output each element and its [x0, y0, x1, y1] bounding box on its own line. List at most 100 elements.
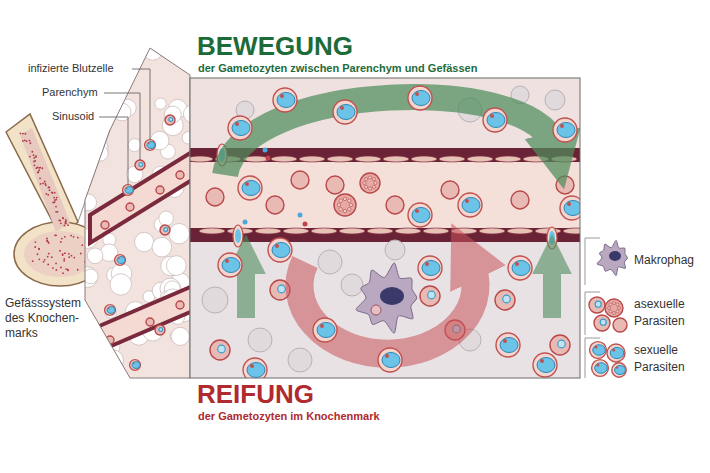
- parasite: [125, 187, 133, 194]
- merozoite: [243, 220, 248, 225]
- pigment: [540, 359, 544, 363]
- pigment: [245, 182, 249, 186]
- vessel-dot: [44, 183, 46, 185]
- sinusoid: [90, 150, 195, 243]
- leader-line: [132, 69, 150, 140]
- parasite: [557, 123, 575, 138]
- vessel-dot: [31, 151, 33, 153]
- endothelial-cell: [311, 228, 337, 234]
- vessel-dot: [55, 211, 57, 213]
- merozoite: [374, 181, 377, 184]
- pigment: [250, 364, 254, 368]
- parasite: [593, 345, 606, 356]
- vessel-dot: [35, 241, 37, 243]
- endothelial-cell: [495, 156, 521, 162]
- fat-cell: [103, 350, 123, 370]
- pigment: [567, 202, 571, 206]
- vessel-dot: [24, 139, 26, 141]
- parasite: [159, 328, 163, 332]
- merozoite: [613, 312, 616, 315]
- gametocyte: [313, 318, 337, 342]
- cell-body: [123, 185, 134, 196]
- vessel-dot: [65, 268, 67, 270]
- vessel-dot: [34, 164, 36, 166]
- macrophage-nucleus: [380, 287, 404, 305]
- merozoite: [348, 208, 352, 212]
- gametocyte: [590, 342, 607, 359]
- endothelial-cell: [479, 228, 505, 234]
- fat-cell: [169, 223, 189, 243]
- endothelial-cell: [423, 228, 449, 234]
- cell-body: [483, 108, 507, 132]
- parasite: [147, 142, 155, 149]
- vessel-dot: [59, 220, 61, 222]
- cell-body: [218, 253, 242, 277]
- vessel-dot: [52, 192, 54, 194]
- cell-body: [243, 358, 267, 378]
- gametocyte: [508, 256, 532, 280]
- endothelial-cell: [439, 156, 465, 162]
- cell-body: [378, 348, 402, 372]
- blood-precursor: [341, 274, 363, 296]
- pigment: [595, 346, 598, 349]
- pigment: [148, 142, 150, 144]
- red-blood-cell: [176, 301, 184, 309]
- red-blood-cell: [495, 290, 515, 310]
- merozoite: [609, 310, 612, 313]
- fat-cell: [117, 64, 131, 78]
- cell-body: [418, 256, 442, 280]
- red-blood-cell: [326, 176, 344, 194]
- vessel-dot: [35, 156, 37, 158]
- vessel-dot: [49, 186, 51, 188]
- pigment: [385, 354, 389, 358]
- cells: [202, 86, 574, 372]
- gametocyte: [228, 116, 252, 140]
- pigment: [225, 259, 229, 263]
- macrophage-icon: [597, 240, 627, 275]
- schizont: [605, 299, 623, 317]
- cell-body: [613, 318, 627, 332]
- pigment: [425, 262, 429, 266]
- cell-body: [458, 193, 482, 217]
- endothelial-cell: [283, 228, 309, 234]
- pigment: [320, 324, 324, 328]
- merozoite: [298, 213, 303, 218]
- merozoite: [343, 197, 347, 201]
- macrophage-body: [356, 263, 417, 333]
- red-blood-cell: [155, 325, 165, 335]
- vessel-dot: [64, 252, 66, 254]
- cell-body: [135, 160, 145, 170]
- merozoite: [608, 307, 611, 310]
- red-blood-cell: [613, 318, 627, 332]
- parasite: [503, 295, 511, 303]
- pigment: [275, 244, 279, 248]
- merozoite: [337, 203, 341, 207]
- cell-body: [550, 335, 570, 355]
- part-label: Parenchym: [42, 86, 132, 100]
- cell-body: [420, 286, 440, 306]
- merozoite: [616, 310, 619, 313]
- gametocyte: [408, 86, 432, 110]
- schizont: [360, 173, 380, 193]
- parasite: [337, 105, 355, 120]
- vessel-dot: [33, 154, 35, 156]
- vessel-dot: [38, 248, 40, 250]
- fat-cell: [128, 139, 141, 152]
- parasite: [610, 347, 624, 358]
- fat-cell: [135, 232, 154, 251]
- parasite: [412, 208, 430, 223]
- panel-frame: [190, 78, 580, 378]
- red-blood-cell: [101, 221, 109, 229]
- gametocyte: [458, 193, 482, 217]
- vessel-dot: [58, 219, 60, 221]
- vessel-dot: [64, 236, 66, 238]
- vessel-dot: [39, 167, 41, 169]
- vessel-dot: [59, 250, 61, 252]
- vessel-dot: [67, 269, 69, 271]
- merozoite: [303, 222, 308, 227]
- merozoite: [348, 199, 352, 203]
- red-blood-cell: [594, 315, 610, 331]
- cell-body: [115, 255, 126, 266]
- vessel-dot: [54, 234, 56, 236]
